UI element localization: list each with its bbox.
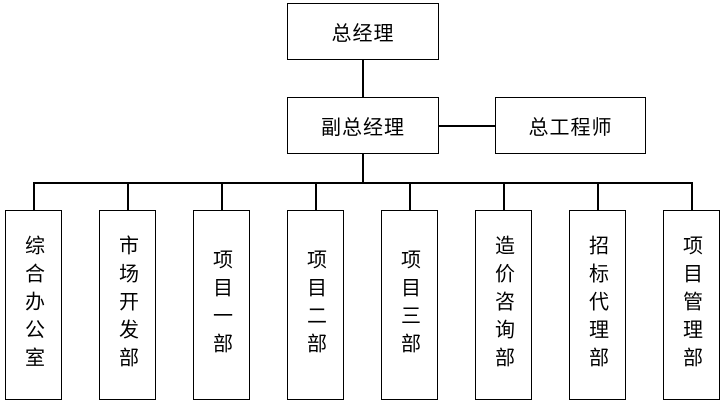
chief-engineer-box: 总工程师 xyxy=(495,97,646,154)
department-box: 综合办公室 xyxy=(5,210,62,400)
connector-drop xyxy=(597,182,599,210)
department-box: 市场开发部 xyxy=(99,210,156,400)
department-box: 造价咨询部 xyxy=(475,210,532,400)
deputy-manager-box: 副总经理 xyxy=(287,97,439,154)
connector-drop xyxy=(503,182,505,210)
connector-drop xyxy=(221,182,223,210)
general-manager-box: 总经理 xyxy=(287,3,439,60)
connector-drop xyxy=(33,182,35,210)
department-box: 项目一部 xyxy=(193,210,250,400)
connector-top-to-deputy xyxy=(362,60,364,97)
connector-drop xyxy=(409,182,411,210)
connector-drop xyxy=(691,182,693,210)
department-box: 招标代理部 xyxy=(569,210,626,400)
department-box: 项目三部 xyxy=(381,210,438,400)
connector-drop xyxy=(127,182,129,210)
connector-deputy-to-side xyxy=(438,125,495,127)
department-box: 项目二部 xyxy=(287,210,344,400)
connector-deputy-to-bus xyxy=(362,153,364,182)
department-box: 项目管理部 xyxy=(663,210,720,400)
connector-drop xyxy=(315,182,317,210)
connector-bus xyxy=(33,182,691,184)
